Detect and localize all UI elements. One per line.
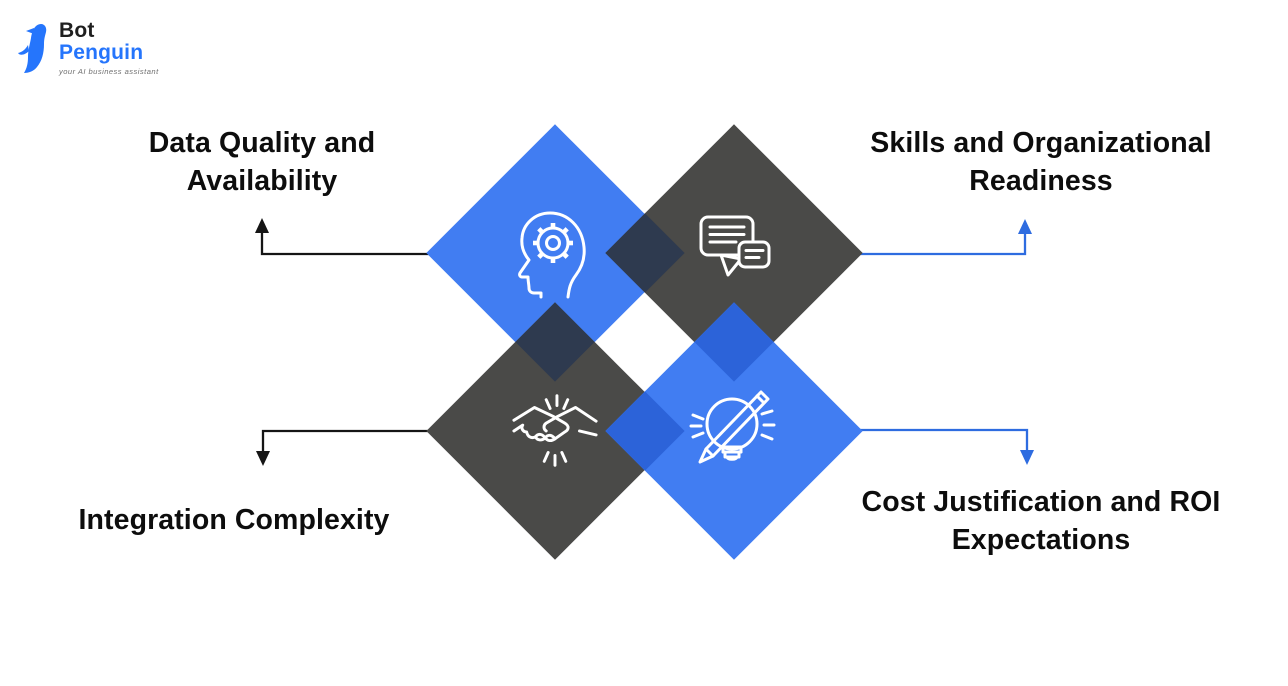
label-line: Data Quality and [148,127,376,159]
bulb-pencil-icon [686,384,782,476]
penguin-logo-icon [18,24,47,73]
chat-bubbles-icon [697,212,773,294]
label-integration-complexity: Integration Complexity [34,501,434,539]
label-data-quality: Data Quality and Availability [82,124,442,200]
label-line: Expectations [951,524,1131,556]
brain-gear-icon [508,205,596,299]
brand-name-bot: Bot [59,19,95,42]
label-line: Cost Justification and ROI [861,486,1221,518]
label-line: Skills and Organizational [870,127,1212,159]
label-line: Availability [186,165,338,197]
label-line: Integration Complexity [78,504,390,536]
brand-tagline: your AI business assistant [59,67,159,76]
connector-skills-readiness [858,219,1032,256]
handshake-icon [509,386,601,474]
label-skills-readiness: Skills and Organizational Readiness [841,124,1241,200]
brand-name-penguin: Penguin [59,41,144,64]
connector-cost-roi [858,428,1034,465]
brand-logo: Bot Penguin your AI business assistant [18,20,159,76]
connector-data-quality [255,218,430,256]
brand-wordmark: Bot Penguin your AI business assistant [59,20,159,76]
connector-integration-complexity [256,429,428,466]
label-line: Readiness [969,165,1113,197]
label-cost-roi: Cost Justification and ROI Expectations [841,483,1241,559]
